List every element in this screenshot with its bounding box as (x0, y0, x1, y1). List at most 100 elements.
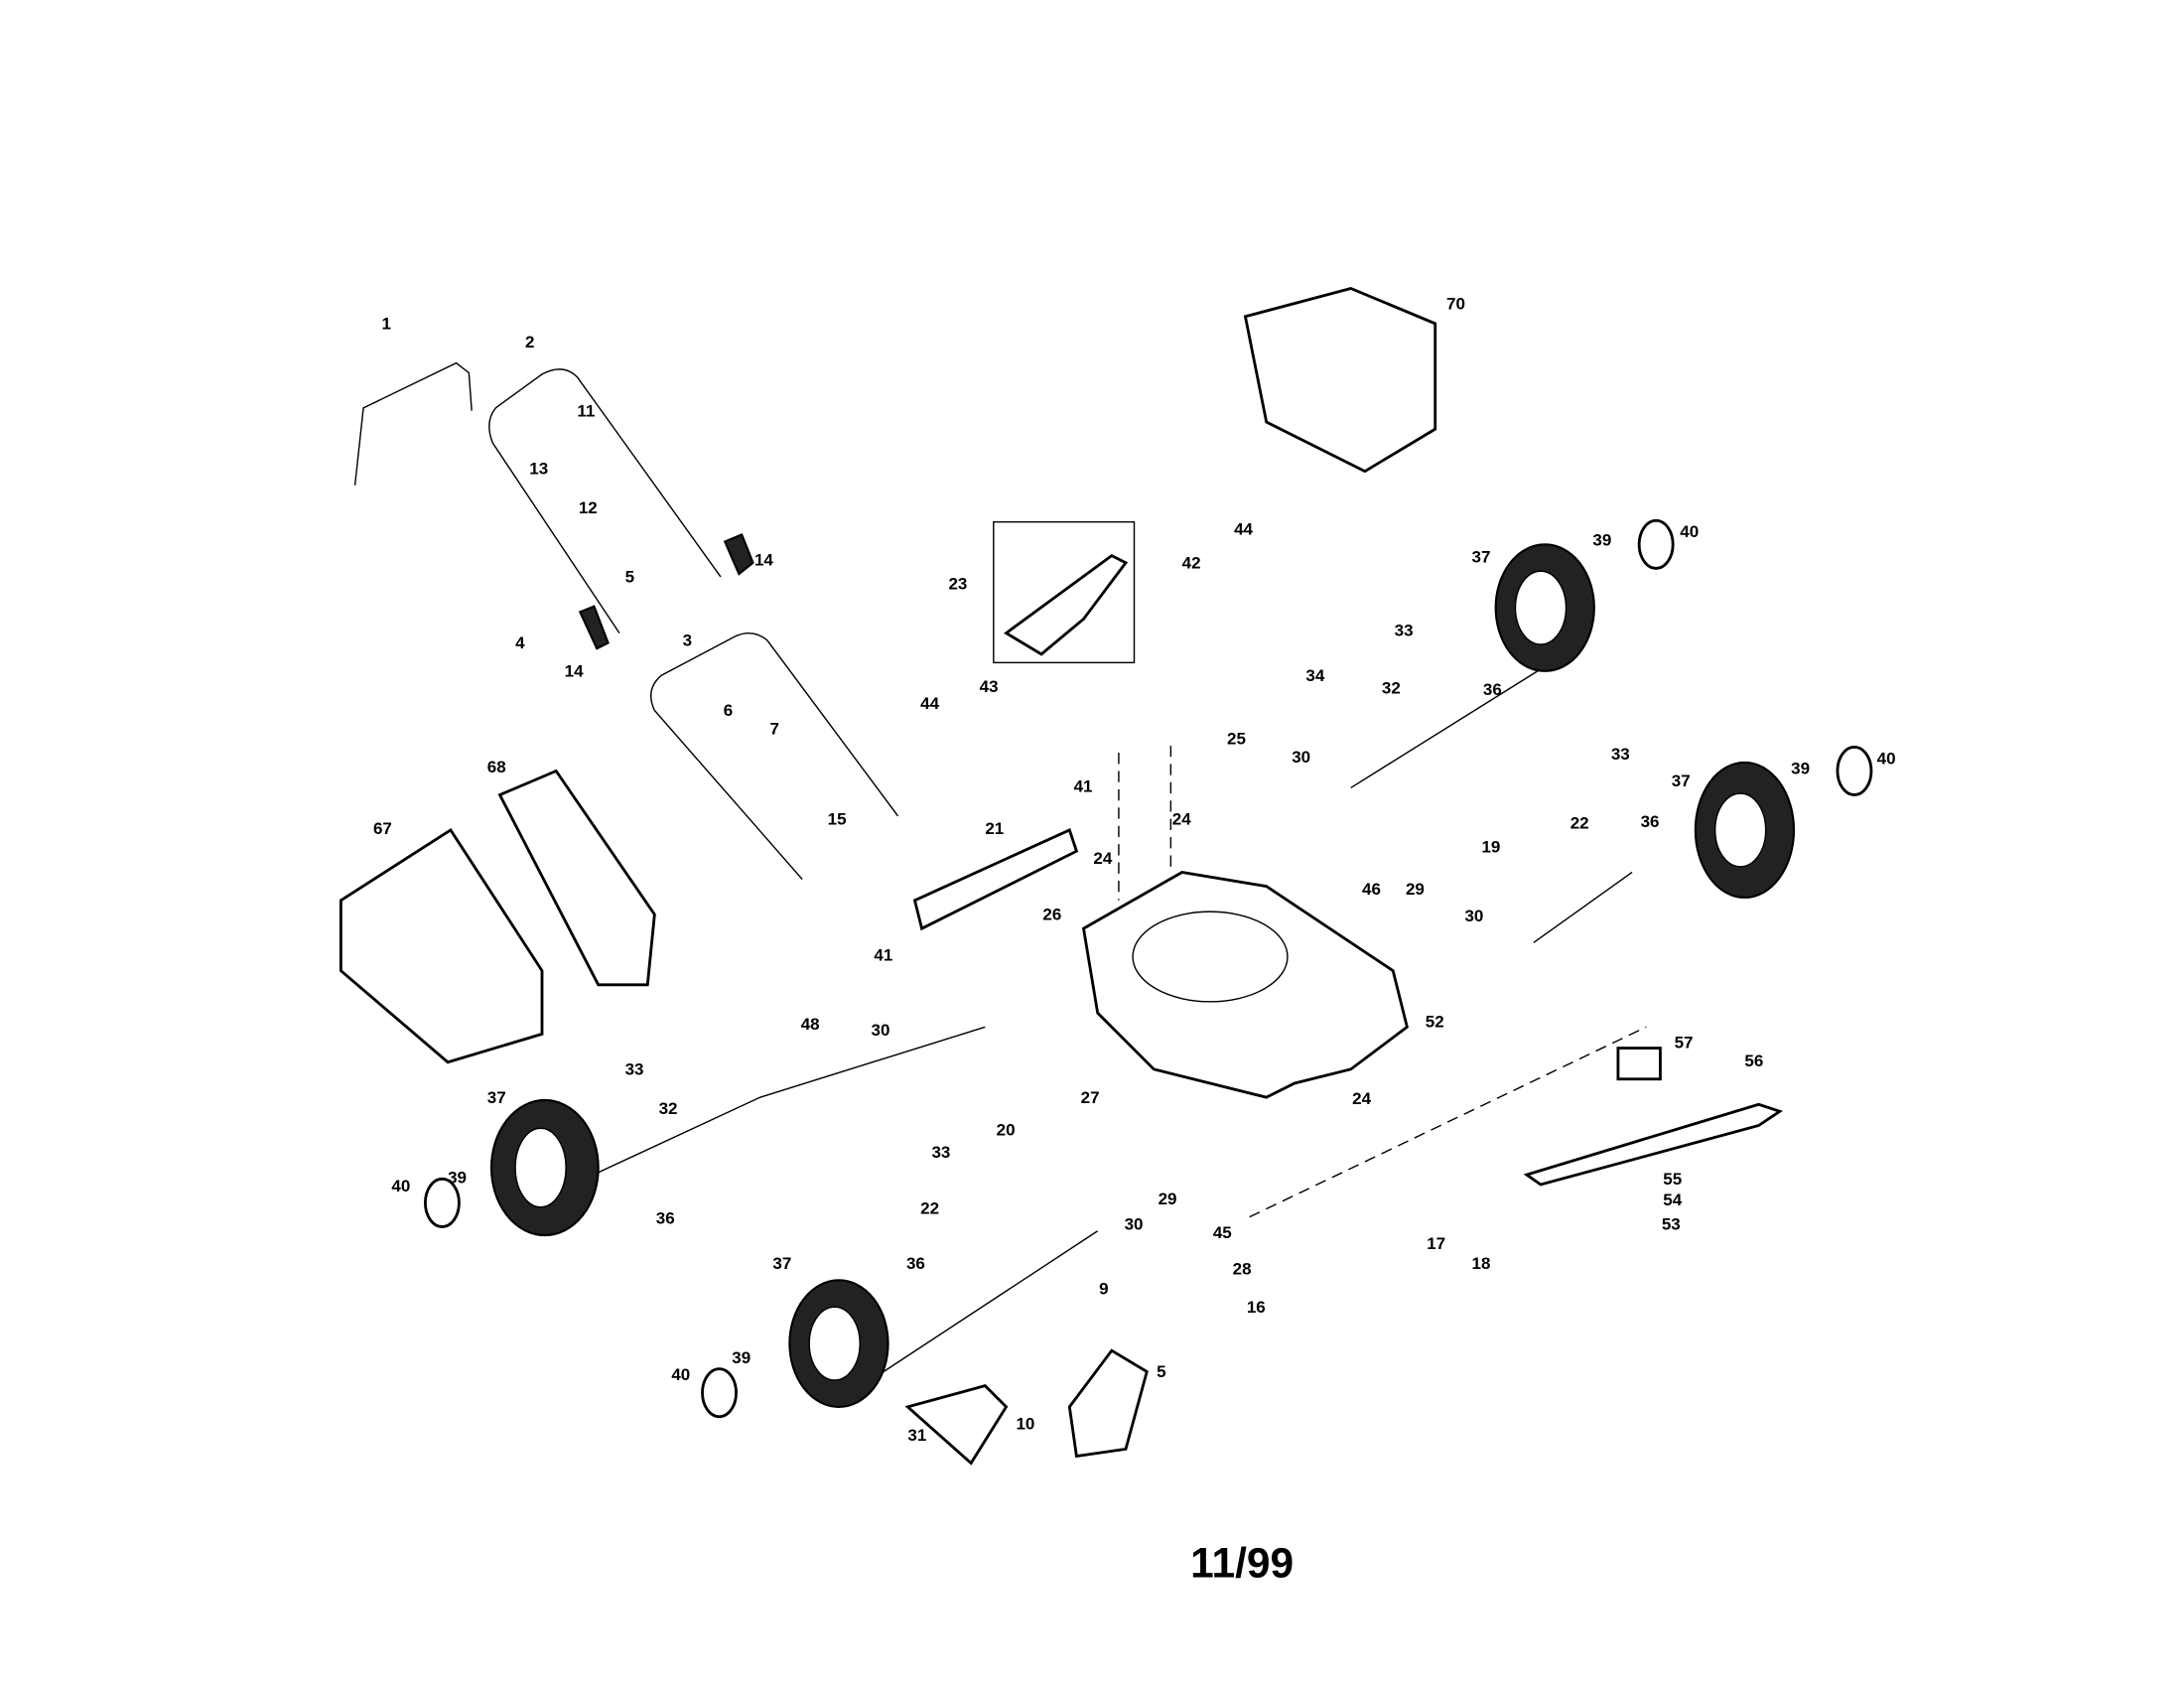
callout-9: 9 (1099, 1280, 1108, 1299)
callout-40: 40 (671, 1365, 690, 1384)
callout-7: 7 (770, 720, 779, 739)
part-10-cover (1067, 1348, 1149, 1459)
callout-36: 36 (1641, 812, 1660, 831)
callout-27: 27 (1081, 1088, 1100, 1107)
part-40-hubcap (1637, 518, 1675, 570)
callout-29: 29 (1406, 880, 1425, 899)
callout-labels: 1 2 11 13 12 5 14 4 14 3 6 7 68 67 15 23… (373, 295, 1896, 1445)
callout-13: 13 (529, 459, 548, 478)
callout-15: 15 (828, 809, 847, 828)
callout-14: 14 (565, 662, 584, 681)
callout-10: 10 (1016, 1415, 1034, 1434)
callout-2: 2 (525, 333, 534, 351)
callout-56: 56 (1744, 1052, 1763, 1070)
part-40-hubcap (701, 1367, 738, 1419)
wheel-hub (1713, 792, 1767, 868)
part-56-blade (1523, 1102, 1784, 1187)
callout-26: 26 (1042, 906, 1061, 924)
part-23-deflector (1004, 554, 1129, 656)
callout-6: 6 (724, 701, 733, 720)
callout-25: 25 (1227, 730, 1246, 749)
callout-17: 17 (1427, 1234, 1445, 1253)
part-23-detail-box (993, 520, 1136, 664)
callout-42: 42 (1182, 553, 1201, 572)
callout-30: 30 (1125, 1214, 1144, 1233)
callout-40: 40 (1877, 749, 1896, 768)
wheel-hub (1514, 570, 1568, 645)
wheel-hub (808, 1306, 861, 1381)
callout-33: 33 (931, 1143, 950, 1162)
callout-37: 37 (772, 1254, 791, 1273)
callout-67: 67 (373, 819, 392, 838)
callout-40: 40 (391, 1177, 410, 1195)
callout-46: 46 (1362, 880, 1381, 899)
callout-34: 34 (1305, 666, 1324, 685)
part-2-upper-handle (488, 368, 722, 633)
callout-32: 32 (659, 1099, 678, 1118)
callout-48: 48 (801, 1015, 820, 1034)
callout-44: 44 (920, 694, 939, 713)
callout-19: 19 (1481, 838, 1500, 857)
callout-29: 29 (1159, 1190, 1177, 1208)
callout-16: 16 (1247, 1298, 1266, 1317)
callout-24: 24 (1352, 1089, 1371, 1108)
callout-24: 24 (1172, 809, 1191, 828)
callout-18: 18 (1472, 1254, 1491, 1273)
callout-41: 41 (874, 946, 892, 965)
part-14-knob (578, 605, 610, 650)
callout-33: 33 (625, 1059, 644, 1078)
callout-1: 1 (381, 315, 390, 334)
callout-54: 54 (1663, 1191, 1682, 1209)
callout-45: 45 (1213, 1223, 1232, 1242)
part-shapes (339, 286, 1784, 1466)
callout-5: 5 (625, 568, 634, 587)
callout-30: 30 (872, 1021, 890, 1040)
callout-36: 36 (656, 1209, 675, 1228)
part-31-cover (904, 1384, 1009, 1466)
callout-39: 39 (1592, 531, 1611, 550)
callout-31: 31 (907, 1426, 926, 1445)
callout-36: 36 (1483, 680, 1502, 699)
callout-22: 22 (920, 1199, 939, 1218)
wheel-hub (514, 1127, 567, 1208)
callout-28: 28 (1233, 1260, 1252, 1279)
date-code: 11/99 (1190, 1540, 1294, 1587)
callout-4: 4 (515, 633, 525, 652)
callout-52: 52 (1426, 1012, 1444, 1031)
callout-32: 32 (1382, 679, 1401, 698)
callout-41: 41 (1074, 777, 1093, 796)
part-14-knob (723, 533, 754, 576)
callout-20: 20 (997, 1120, 1016, 1139)
callout-24: 24 (1093, 849, 1112, 868)
callout-40: 40 (1680, 522, 1699, 541)
callout-11: 11 (577, 401, 595, 420)
part-68-bag-frame (497, 769, 656, 987)
part-3-lower-handle (649, 632, 899, 881)
part-21-hinge-rod (912, 828, 1079, 931)
part-57-adapter (1616, 1047, 1662, 1081)
callout-30: 30 (1464, 907, 1483, 925)
callout-37: 37 (487, 1088, 506, 1107)
part-67-grass-bag (339, 828, 544, 1064)
part-52-deck (1081, 870, 1409, 1099)
callout-23: 23 (948, 575, 967, 594)
callout-37: 37 (1672, 772, 1691, 790)
callout-14: 14 (754, 551, 773, 570)
callout-12: 12 (579, 498, 598, 517)
callout-39: 39 (448, 1169, 467, 1188)
callout-44: 44 (1234, 519, 1253, 538)
part-40-hubcap (423, 1177, 461, 1228)
callout-39: 39 (1791, 759, 1810, 777)
callout-3: 3 (683, 631, 692, 649)
wheels (423, 518, 1873, 1419)
callout-55: 55 (1663, 1170, 1682, 1189)
callout-43: 43 (980, 677, 999, 696)
callout-5: 5 (1157, 1362, 1165, 1381)
callout-39: 39 (732, 1348, 751, 1367)
callout-53: 53 (1662, 1214, 1681, 1233)
callout-36: 36 (906, 1254, 925, 1273)
callout-70: 70 (1446, 295, 1465, 314)
part-1-bail-handle (353, 361, 473, 486)
part-52-deck-opening (1132, 911, 1289, 1003)
